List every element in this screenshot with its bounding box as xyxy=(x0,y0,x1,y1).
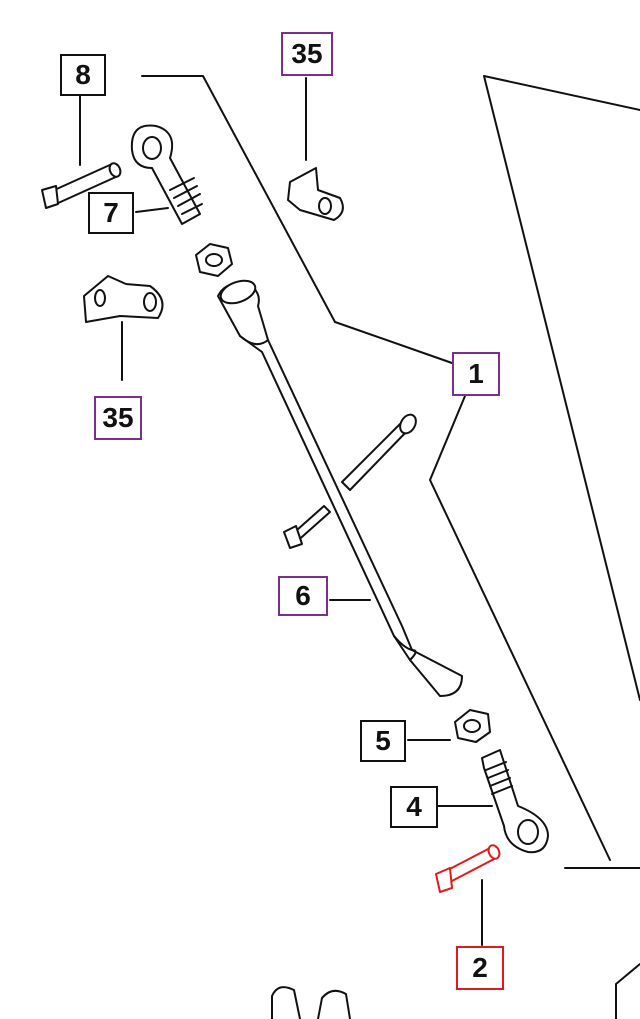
bracket-part-35-left xyxy=(83,275,164,323)
callout-6[interactable]: 6 xyxy=(278,576,328,616)
callout-8[interactable]: 8 xyxy=(60,54,106,96)
callout-4[interactable]: 4 xyxy=(390,786,438,828)
rod-end-part-7 xyxy=(130,124,203,225)
pin-part-2 xyxy=(435,844,501,893)
callout-5-label: 5 xyxy=(375,725,391,756)
callout-35-left[interactable]: 35 xyxy=(94,396,142,440)
nut-part-upper xyxy=(195,243,233,277)
rod-end-part-4 xyxy=(481,749,549,854)
cross-bolt xyxy=(283,413,417,549)
callout-5[interactable]: 5 xyxy=(360,720,406,762)
callout-1-label: 1 xyxy=(468,358,484,389)
callout-2-label: 2 xyxy=(472,952,488,983)
callout-8-label: 8 xyxy=(75,59,91,90)
frame-panel-outline xyxy=(483,75,640,869)
callout-7[interactable]: 7 xyxy=(88,192,134,234)
tube-part-6 xyxy=(217,279,463,697)
partial-parts-bottom xyxy=(271,963,640,1019)
callout-7-label: 7 xyxy=(103,197,119,228)
callout-1[interactable]: 1 xyxy=(452,352,500,396)
callout-6-label: 6 xyxy=(295,580,311,611)
bracket-part-35-top xyxy=(287,167,344,221)
assembly-bracket-line-lower xyxy=(429,383,611,861)
callout-35-top[interactable]: 35 xyxy=(281,32,333,76)
pin-part-8 xyxy=(41,162,122,209)
assembly-bracket-line xyxy=(141,75,453,364)
callout-35-top-label: 35 xyxy=(291,38,323,69)
callout-2[interactable]: 2 xyxy=(456,946,504,990)
callout-4-label: 4 xyxy=(406,791,422,822)
nut-part-5 xyxy=(454,709,491,743)
leader-7 xyxy=(135,207,169,213)
callout-35-left-label: 35 xyxy=(102,402,134,433)
